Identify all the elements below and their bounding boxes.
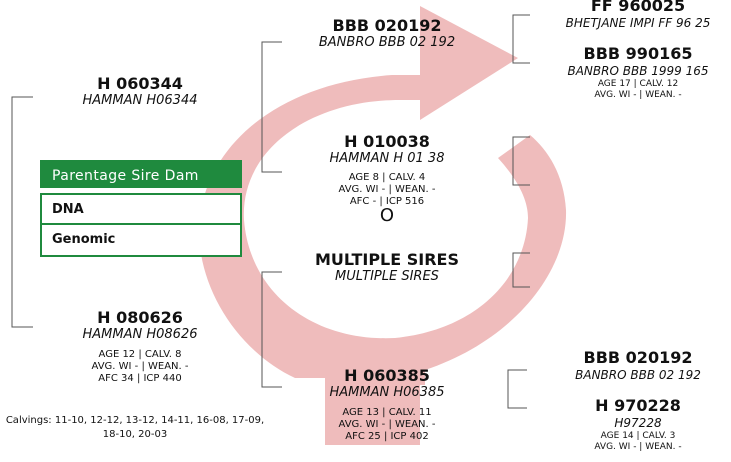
dam-sire-name: MULTIPLE SIRES	[335, 269, 439, 284]
sss-id: FF 960025	[590, 0, 686, 15]
animal-card[interactable]: H 010038 HAMMAN H 01 38 AGE 8 | CALV. 4 …	[292, 132, 482, 226]
arrow-stem	[325, 370, 420, 445]
animal-stats-line-1: AGE 8 | CALV. 4	[348, 172, 426, 183]
ssd-name: BANBRO BBB 1999 165	[567, 64, 709, 78]
dss-id: BBB 020192	[583, 348, 693, 367]
dam-stats-line-1: AGE 12 | CALV. 8	[98, 349, 182, 360]
dam-card[interactable]: H 080626 HAMMAN H08626 AGE 12 | CALV. 8 …	[40, 308, 240, 385]
sire-card[interactable]: H 060344 HAMMAN H06344	[40, 74, 240, 109]
sire-dam-stats-line-2: AVG. WI - | WEAN. -	[338, 419, 436, 430]
dsd-card[interactable]: H 970228 H97228 AGE 14 | CALV. 3 AVG. WI…	[546, 396, 730, 453]
dss-card[interactable]: BBB 020192 BANBRO BBB 02 192	[546, 348, 730, 383]
animal-stats-line-3: AFC - | ICP 516	[349, 196, 425, 207]
sire-dam-id: H 060385	[344, 366, 430, 385]
sss-card[interactable]: FF 960025 BHETJANE IMPI FF 96 25	[546, 0, 730, 31]
dna-row[interactable]: DNA	[40, 193, 242, 225]
sire-sire-card[interactable]: BBB 020192 BANBRO BBB 02 192	[292, 16, 482, 51]
parentage-panel: Parentage Sire Dam DNA Genomic	[40, 160, 242, 257]
dam-sire-id: MULTIPLE SIRES	[315, 250, 459, 269]
parentage-header[interactable]: Parentage Sire Dam	[40, 160, 242, 188]
animal-id: H 010038	[344, 132, 430, 151]
ssd-stats-line-1: AGE 17 | CALV. 12	[597, 79, 679, 89]
arrow-ring	[199, 6, 567, 385]
sire-dam-name: HAMMAN H06385	[329, 385, 445, 400]
genomic-row[interactable]: Genomic	[40, 225, 242, 257]
sire-dam-stats-line-1: AGE 13 | CALV. 11	[342, 407, 432, 418]
dam-calvings: Calvings: 11-10, 12-12, 13-12, 14-11, 16…	[5, 415, 265, 440]
dss-name: BANBRO BBB 02 192	[575, 368, 701, 382]
ssd-stats-line-2: AVG. WI - | WEAN. -	[594, 90, 682, 100]
sire-id: H 060344	[97, 74, 183, 93]
dam-sire-card[interactable]: MULTIPLE SIRES MULTIPLE SIRES	[292, 250, 482, 285]
sire-dam-stats-line-3: AFC 25 | ICP 402	[345, 431, 429, 442]
dsd-id: H 970228	[595, 396, 681, 415]
dam-stats-line-3: AFC 34 | ICP 440	[98, 373, 182, 384]
pedigree-connectors	[11, 14, 530, 409]
sire-sire-id: BBB 020192	[332, 16, 442, 35]
ssd-id: BBB 990165	[583, 44, 693, 63]
animal-stats-line-2: AVG. WI - | WEAN. -	[338, 184, 436, 195]
dsd-name: H97228	[614, 416, 662, 430]
animal-name: HAMMAN H 01 38	[329, 151, 445, 166]
dsd-stats-line-2: AVG. WI - | WEAN. -	[594, 442, 682, 452]
dam-id: H 080626	[97, 308, 183, 327]
ssd-card[interactable]: BBB 990165 BANBRO BBB 1999 165 AGE 17 | …	[546, 44, 730, 101]
dam-stats-line-2: AVG. WI - | WEAN. -	[91, 361, 189, 372]
sire-dam-card[interactable]: H 060385 HAMMAN H06385 AGE 13 | CALV. 11…	[292, 366, 482, 443]
sire-sire-name: BANBRO BBB 02 192	[318, 35, 456, 50]
sex-symbol: O	[379, 205, 395, 226]
sire-name: HAMMAN H06344	[82, 93, 198, 108]
sss-name: BHETJANE IMPI FF 96 25	[565, 16, 711, 30]
dam-name: HAMMAN H08626	[82, 327, 198, 342]
dsd-stats-line-1: AGE 14 | CALV. 3	[600, 431, 676, 441]
